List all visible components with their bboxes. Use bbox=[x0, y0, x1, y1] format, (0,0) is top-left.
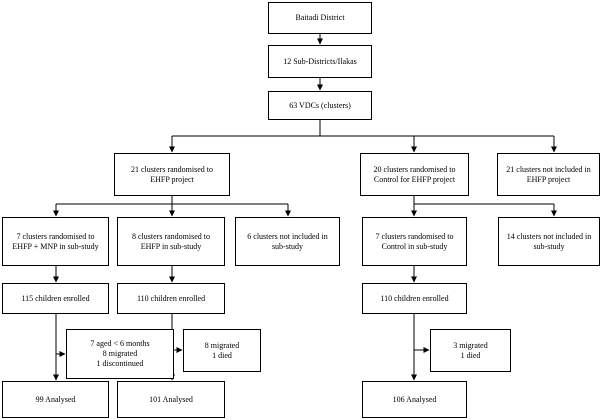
exclusions-mnp-box: 7 aged < 6 months 8 migrated 1 discontin… bbox=[66, 329, 174, 379]
analysed-99-box: 99 Analysed bbox=[2, 381, 109, 418]
ehfp-mnp-substudy-box: 7 clusters randomised to EHFP + MNP in s… bbox=[2, 217, 109, 266]
subdistricts-box: 12 Sub-Districts/Ilakas bbox=[268, 45, 372, 78]
not-included-ehfp-box: 21 clusters not included in EHFP project bbox=[497, 153, 600, 196]
ehfp-mnp-substudy-label: 7 clusters randomised to EHFP + MNP in s… bbox=[12, 231, 99, 251]
enrolled-110-ehfp-label: 110 children enrolled bbox=[136, 293, 206, 303]
enrolled-115-label: 115 children enrolled bbox=[21, 293, 90, 303]
vdcs-box: 63 VDCs (clusters) bbox=[268, 91, 372, 120]
not-included-ehfp-label: 21 clusters not included in EHFP project bbox=[506, 164, 591, 184]
analysed-106-box: 106 Analysed bbox=[362, 381, 467, 418]
exclusions-control-label: 3 migrated 1 died bbox=[453, 340, 488, 360]
enrolled-115-box: 115 children enrolled bbox=[2, 283, 109, 314]
not-included-substudy-14-box: 14 clusters not included in sub-study bbox=[498, 217, 600, 266]
ehfp-randomised-label: 21 clusters randomised to EHFP project bbox=[131, 164, 213, 184]
exclusions-mnp-label: 7 aged < 6 months 8 migrated 1 discontin… bbox=[90, 339, 150, 368]
analysed-101-label: 101 Analysed bbox=[149, 394, 193, 404]
ehfp-substudy-box: 8 clusters randomised to EHFP in sub-stu… bbox=[117, 217, 225, 266]
analysed-99-label: 99 Analysed bbox=[35, 394, 76, 404]
not-included-substudy-6-label: 6 clusters not included in sub-study bbox=[247, 231, 328, 251]
enrolled-110-ehfp-box: 110 children enrolled bbox=[117, 283, 225, 314]
control-randomised-label: 20 clusters randomised to Control for EH… bbox=[373, 164, 456, 184]
control-randomised-box: 20 clusters randomised to Control for EH… bbox=[360, 153, 469, 196]
subdistricts-label: 12 Sub-Districts/Ilakas bbox=[283, 56, 357, 66]
exclusions-ehfp-label: 8 migrated 1 died bbox=[204, 340, 240, 360]
ehfp-substudy-label: 8 clusters randomised to EHFP in sub-stu… bbox=[132, 231, 210, 251]
ehfp-randomised-box: 21 clusters randomised to EHFP project bbox=[114, 153, 230, 196]
enrolled-110-control-box: 110 children enrolled bbox=[362, 283, 467, 314]
not-included-substudy-6-box: 6 clusters not included in sub-study bbox=[235, 217, 340, 266]
control-substudy-label: 7 clusters randomised to Control in sub-… bbox=[375, 231, 454, 251]
exclusions-control-box: 3 migrated 1 died bbox=[430, 329, 511, 372]
analysed-106-label: 106 Analysed bbox=[392, 394, 437, 404]
vdcs-label: 63 VDCs (clusters) bbox=[289, 100, 351, 110]
analysed-101-box: 101 Analysed bbox=[117, 381, 225, 418]
exclusions-ehfp-box: 8 migrated 1 died bbox=[183, 329, 261, 372]
district-label: Baitadi District bbox=[295, 13, 345, 22]
control-substudy-box: 7 clusters randomised to Control in sub-… bbox=[362, 217, 467, 266]
district-box: Baitadi District bbox=[268, 2, 372, 34]
enrolled-110-control-label: 110 children enrolled bbox=[380, 293, 449, 303]
not-included-substudy-14-label: 14 clusters not included in sub-study bbox=[506, 231, 592, 251]
